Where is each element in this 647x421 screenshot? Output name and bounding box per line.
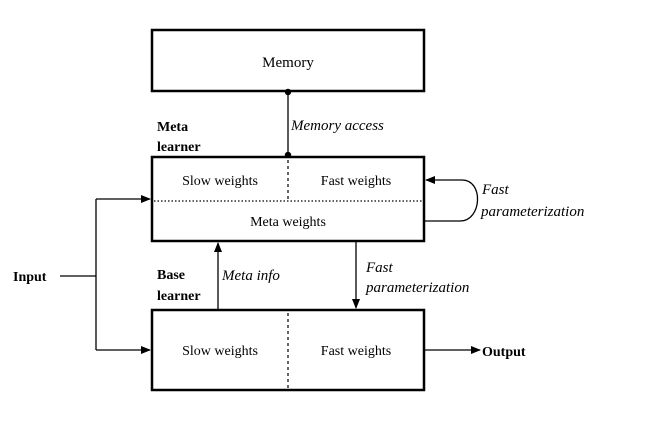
input-label: Input: [13, 270, 47, 285]
meta-learner-slow-weights: Slow weights: [182, 174, 258, 189]
meta-learner-label: Meta learner: [157, 120, 201, 155]
memory-access-dot-top: [284, 88, 292, 96]
meta-learner-fast-weights: Fast weights: [321, 174, 391, 189]
output-branch: Output: [425, 345, 526, 360]
memory-label: Memory: [262, 55, 314, 71]
fast-parameterization-loop-label-line1: Fast: [481, 182, 510, 198]
fast-parameterization-down-label-line1: Fast: [365, 260, 394, 276]
meta-learner-label-line2: learner: [157, 140, 201, 155]
meta-learner-block: Slow weights Fast weights Meta weights: [150, 155, 426, 243]
meta-info-label: Meta info: [221, 268, 280, 284]
memory-access-connector: Memory access: [284, 88, 384, 159]
meta-learner-meta-weights: Meta weights: [250, 215, 326, 230]
output-label: Output: [482, 345, 526, 360]
input-branch: Input: [13, 195, 151, 354]
base-learner-label: Base learner: [157, 268, 201, 304]
base-learner-block: Slow weights Fast weights: [150, 308, 426, 392]
fast-parameterization-loop: Fast parameterization: [425, 176, 584, 222]
fast-parameterization-loop-arrow: [425, 176, 479, 222]
base-learner-label-line2: learner: [157, 289, 201, 304]
base-learner-label-line1: Base: [157, 268, 185, 283]
meta-learner-label-line1: Meta: [157, 120, 188, 135]
fast-parameterization-loop-label-line2: parameterization: [480, 204, 584, 220]
memory-box: [150, 28, 426, 93]
fast-parameterization-down: Fast parameterization: [352, 242, 469, 309]
fast-parameterization-down-label-line2: parameterization: [365, 280, 469, 296]
meta-info-connector: Meta info: [214, 242, 280, 309]
memory-access-label: Memory access: [290, 118, 384, 134]
memory-block: Memory: [150, 28, 426, 93]
base-learner-fast-weights: Fast weights: [321, 344, 391, 359]
base-learner-slow-weights: Slow weights: [182, 344, 258, 359]
